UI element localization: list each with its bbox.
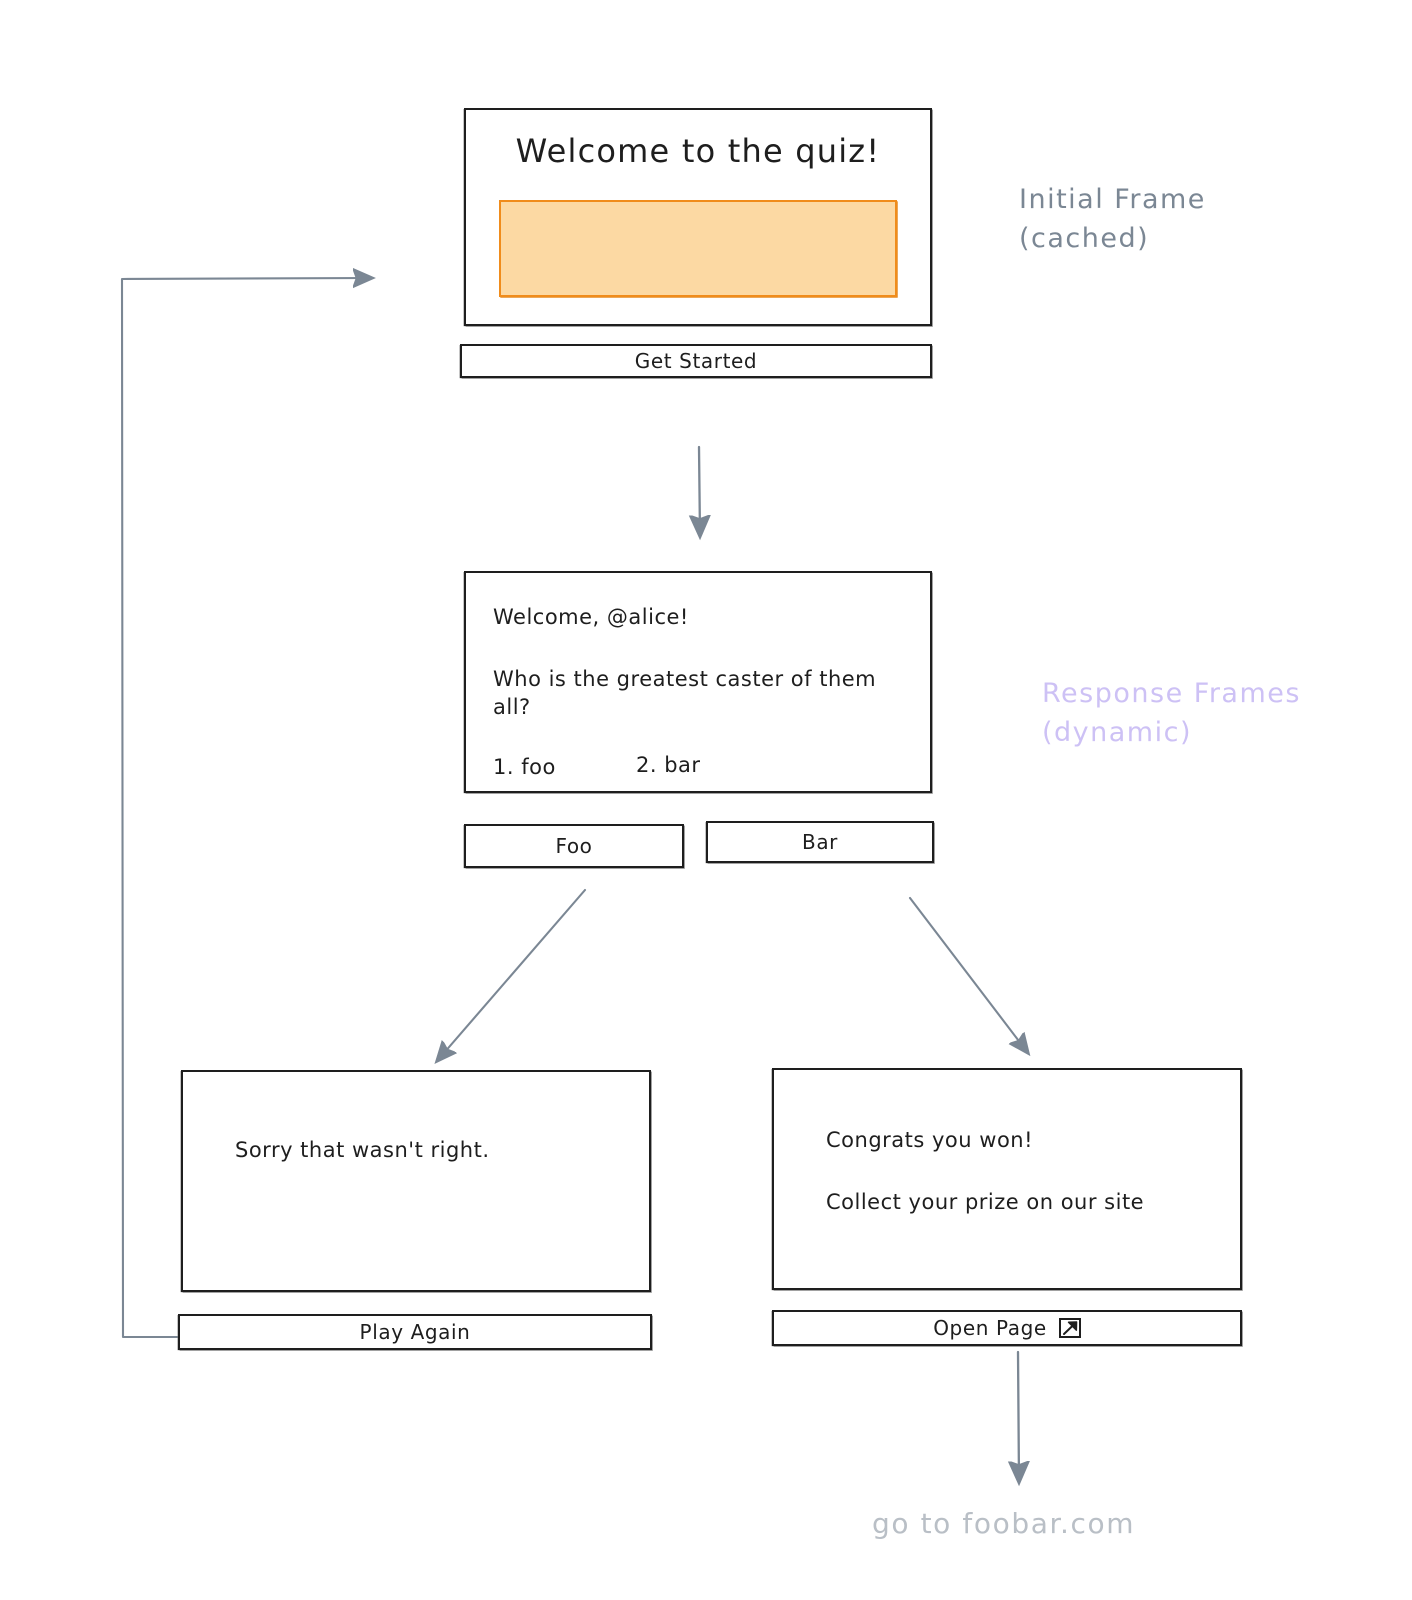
initial-frame-image-placeholder [499,200,897,297]
response-greeting: Welcome, @alice! [493,605,689,629]
wrong-answer-frame-card: Sorry that wasn't right. [181,1070,651,1292]
foo-button-label: Foo [555,834,593,858]
open-page-button[interactable]: Open Page [772,1310,1242,1346]
get-started-button[interactable]: Get Started [460,344,932,378]
arrow-bar-to-won [908,896,1028,1053]
open-page-button-label: Open Page [933,1316,1047,1340]
arrow-foo-to-wrong [437,888,587,1061]
annotation-goto-foobar: go to foobar.com [872,1507,1136,1540]
get-started-button-label: Get Started [634,349,758,373]
play-again-button-label: Play Again [359,1320,471,1344]
bar-button[interactable]: Bar [706,821,934,863]
play-again-button[interactable]: Play Again [178,1314,652,1350]
bar-button-label: Bar [802,830,838,854]
initial-frame-card: Welcome to the quiz! [464,108,932,326]
win-message-secondary: Collect your prize on our site [826,1190,1145,1214]
initial-frame-title: Welcome to the quiz! [515,132,881,170]
win-frame-card: Congrats you won! Collect your prize on … [772,1068,1242,1290]
annotation-initial-frame: Initial Frame (cached) [1019,184,1206,255]
external-link-icon [1058,1318,1081,1338]
win-message-primary: Congrats you won! [826,1128,1034,1152]
annotation-response-frames: Response Frames (dynamic) [1042,678,1301,749]
response-question: Who is the greatest caster of them all? [493,667,877,720]
foo-button[interactable]: Foo [464,824,684,868]
response-option-2: 2. bar [636,753,701,777]
response-frame-card: Welcome, @alice! Who is the greatest cas… [464,571,932,793]
wrong-answer-message: Sorry that wasn't right. [235,1138,490,1162]
response-option-1: 1. foo [493,755,556,779]
arrow-open-page-to-foobar [1018,1350,1019,1482]
arrow-get-started-to-response [699,445,700,536]
